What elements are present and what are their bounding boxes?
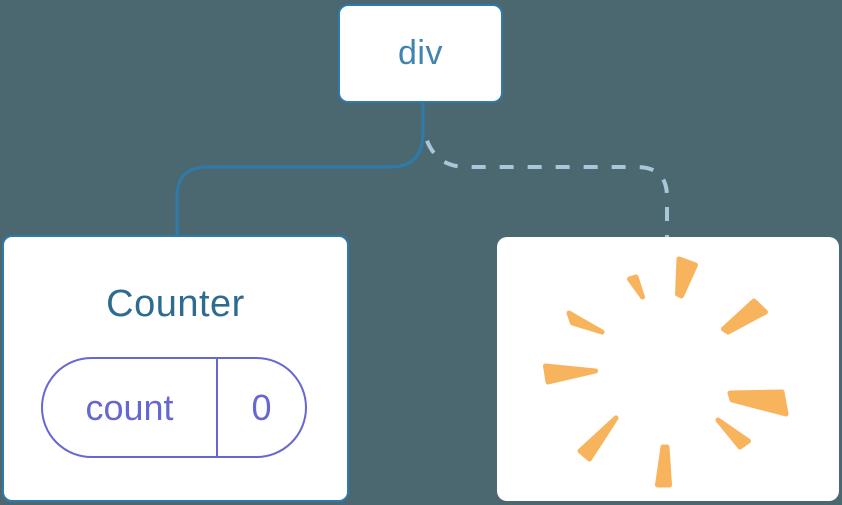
edge-div-removed-dashed [423, 134, 669, 237]
state-pill: count 0 [41, 357, 307, 458]
tree-node-div: div [338, 4, 503, 103]
counter-title: Counter [106, 283, 245, 325]
poof-burst-icon [543, 256, 789, 488]
node-div-label: div [398, 34, 443, 72]
edge-div-counter-solid [175, 102, 425, 236]
tree-node-removed [497, 237, 839, 501]
state-value-label: 0 [251, 386, 272, 428]
state-key-label: count [43, 359, 218, 456]
tree-node-counter: Counter count 0 [2, 235, 349, 502]
